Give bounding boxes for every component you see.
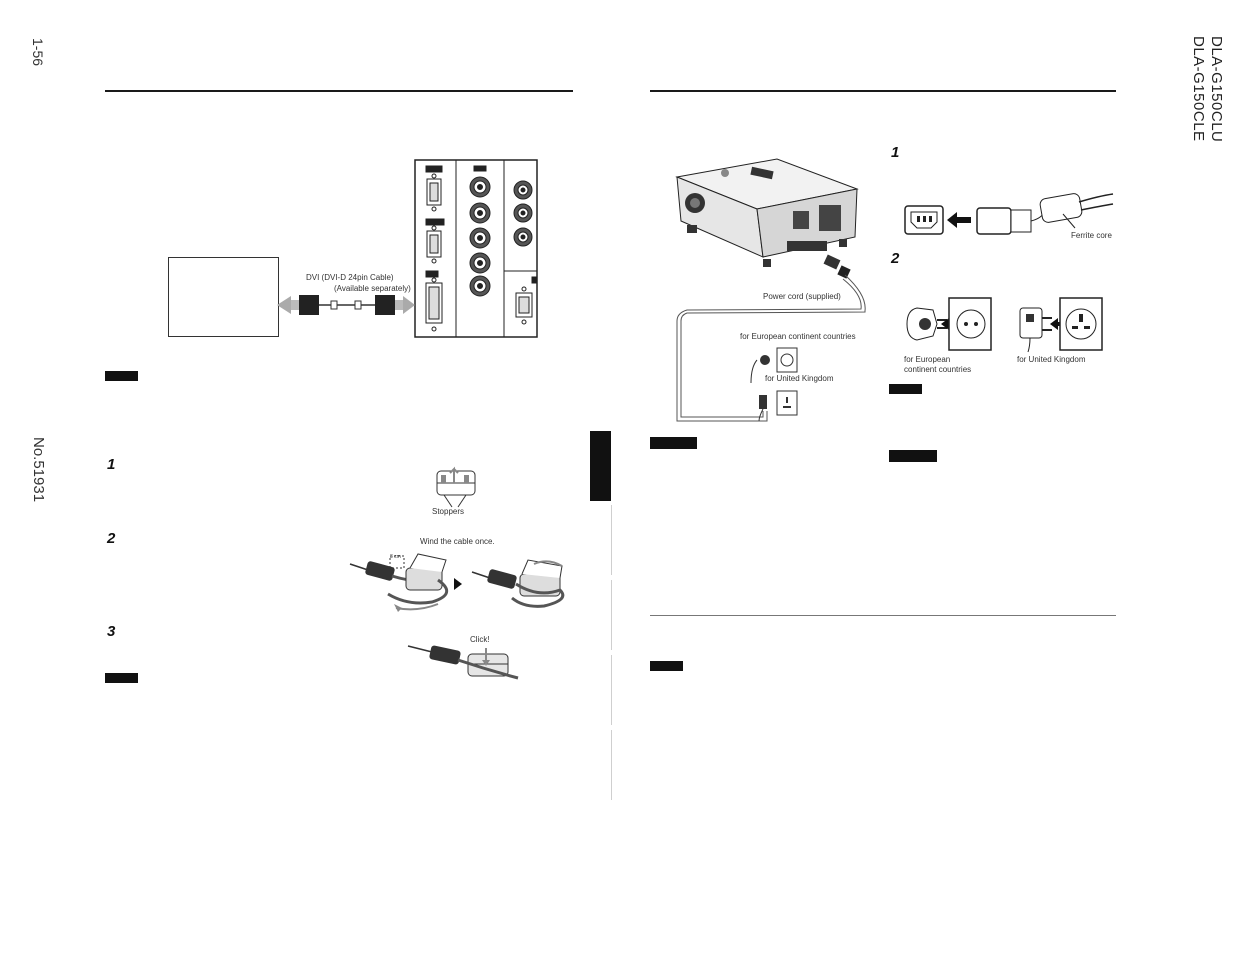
note-label-right-1 [889, 384, 922, 394]
note-label-2 [105, 673, 138, 683]
plug-uk-label: for United Kingdom [1017, 355, 1086, 364]
caution-label-1 [650, 437, 697, 449]
closed-core-illustration [407, 645, 519, 680]
ferrite-core-label: Ferrite core [1071, 231, 1112, 240]
left-step-1: 1 [107, 456, 116, 473]
projector-illustration [675, 158, 866, 422]
right-step-1: 1 [891, 144, 900, 161]
display-device-box [168, 257, 279, 337]
note-label-1 [105, 371, 138, 381]
caution-label-2 [889, 450, 937, 462]
dvi-cable-illustration [277, 295, 415, 315]
ferrite-core-stoppers-illustration [436, 466, 476, 508]
left-step-2: 2 [107, 530, 116, 547]
power-cord-label: Power cord (supplied) [763, 292, 841, 301]
side-tab-divider-2 [611, 580, 612, 650]
uk-plug-illustration [1019, 297, 1103, 353]
left-step-3: 3 [107, 623, 116, 640]
plug-european-label-2: continent countries [904, 365, 972, 374]
side-tab-divider-1 [611, 505, 612, 575]
wind-cable-illustration [349, 553, 565, 612]
measure-label: 3 cm [390, 554, 401, 560]
dvi-cable-label: DVI (DVI-D 24pin Cable) [306, 273, 394, 282]
power-inlet-illustration [904, 193, 1114, 235]
european-countries-label: for European continent countries [740, 332, 856, 341]
dvi-available-label: (Available separately) [334, 284, 411, 293]
click-label: Click! [470, 635, 490, 644]
left-top-rule [105, 90, 573, 92]
note-label-right-2 [650, 661, 683, 671]
european-plug-illustration [906, 297, 992, 351]
right-top-rule [650, 90, 1116, 92]
side-tab-active [590, 431, 611, 501]
right-section-rule [650, 615, 1116, 616]
side-tab-divider-4 [611, 730, 612, 800]
uk-label: for United Kingdom [765, 374, 834, 383]
plug-european-label-1: for European [904, 355, 951, 364]
page-number: 1-56 [30, 38, 46, 67]
model-code-2: DLA-G150CLE [1190, 36, 1207, 142]
wind-cable-label: Wind the cable once. [420, 537, 495, 546]
doc-number: No.51931 [30, 437, 47, 503]
side-tab-divider-3 [611, 655, 612, 725]
right-step-2: 2 [891, 250, 900, 267]
stoppers-label: Stoppers [432, 507, 465, 516]
terminal-panel-illustration [414, 159, 538, 338]
model-code-1: DLA-G150CLU [1208, 36, 1225, 143]
